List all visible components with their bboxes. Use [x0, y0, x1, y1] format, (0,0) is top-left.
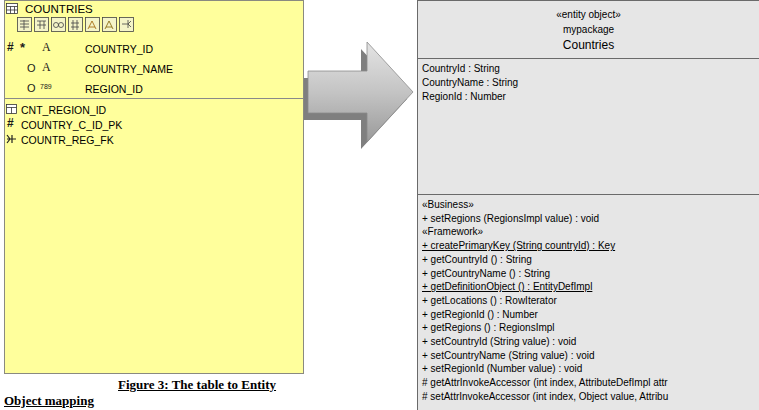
operation: + setRegions (RegionsImpl value) : void: [422, 213, 599, 225]
operation: «Framework»: [422, 226, 483, 238]
key-marker: #: [7, 117, 14, 130]
operation: + getLocations () : RowIterator: [422, 295, 557, 307]
table-box: COUNTRIES COUNTRY_ID COUNTRY_NAME REGION_ID…: [4, 0, 304, 374]
operation: + getDefinitionObject () : EntityDefImpl: [422, 281, 592, 293]
operation: + getRegions () : RegionsImpl: [422, 322, 555, 334]
column-name: COUNTRY_NAME: [85, 63, 173, 75]
class-header: Countries: [418, 39, 759, 53]
mapping-arrow: [302, 42, 413, 149]
operation: + setCountryId (String value) : void: [422, 336, 576, 348]
operation: + getRegionId () : Number: [422, 309, 538, 321]
index-icon: [7, 105, 17, 114]
operation: + createPrimaryKey (String countryId) : …: [422, 240, 615, 252]
type-marker: A: [42, 61, 51, 74]
compartment-line: [417, 58, 759, 59]
operation: + setCountryName (String value) : void: [422, 350, 595, 362]
figure-caption: Figure 3: The table to Entity Object map…: [4, 377, 304, 409]
operation: # setAttrInvokeAccessor (int index, Obje…: [422, 391, 668, 403]
mandatory-marker: *: [20, 41, 25, 55]
column-name: COUNTRY_ID: [85, 43, 153, 55]
foreign-key-icon: [7, 135, 16, 143]
constraint-name: COUNTRY_C_ID_PK: [21, 119, 122, 131]
optional-marker: O: [27, 62, 36, 74]
key-marker: #: [7, 41, 14, 54]
column-name: REGION_ID: [85, 83, 143, 95]
table-name: COUNTRIES: [25, 3, 93, 16]
operation: + getCountryName () : String: [422, 268, 550, 280]
type-marker: 789: [40, 83, 52, 91]
attribute: CountryId : String: [422, 63, 500, 75]
constraint-name: CNT_REGION_ID: [21, 104, 106, 116]
arrow-face: [308, 42, 413, 142]
compartment-line: [417, 194, 759, 195]
constraint-name: COUNTR_REG_FK: [21, 134, 114, 146]
type-marker: A: [42, 41, 51, 54]
column-separator: [4, 98, 303, 99]
class-header: mypackage: [418, 24, 759, 36]
attribute: CountryName : String: [422, 77, 518, 89]
class-header: «entity object»: [418, 9, 759, 21]
toolbar-icons: [18, 18, 134, 32]
operation: # getAttrInvokeAccessor (int index, Attr…: [422, 377, 668, 389]
operation: + getCountryId () : String: [422, 254, 532, 266]
table-icon: [7, 4, 18, 14]
operation: + setRegionId (Number value) : void: [422, 363, 582, 375]
optional-marker: O: [27, 82, 36, 94]
operation: «Business»: [422, 199, 474, 211]
class-box: «entity object» mypackageCountriesCountry…: [417, 0, 759, 410]
attribute: RegionId : Number: [422, 91, 506, 103]
